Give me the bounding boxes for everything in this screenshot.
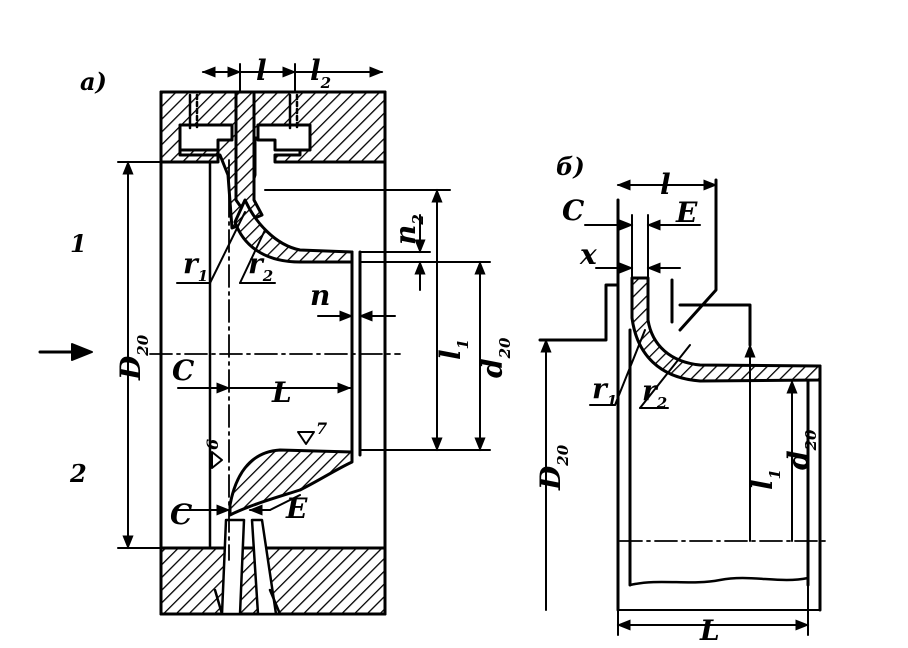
dim-n2: n2 [389, 214, 427, 245]
dim-C-bottom: C [170, 498, 193, 531]
dim-l-top: l [256, 54, 267, 87]
dim-D20-b: D20 [534, 444, 572, 491]
dim-r1: r1 [183, 247, 208, 285]
upper-part-section [233, 198, 354, 264]
dim-n: n [310, 279, 330, 312]
dim-l2: l2 [310, 54, 331, 92]
injection-rod [234, 90, 264, 222]
dim-L-b: L [699, 614, 720, 647]
dim-E-b: E [675, 196, 698, 229]
dim-x-b: x [579, 238, 597, 271]
zone-1-label: 1 [70, 229, 87, 258]
dim-d20: d20 [476, 337, 514, 378]
dim-l-b: l [660, 168, 671, 201]
dim-L-a: L [271, 376, 292, 409]
panel-a [38, 63, 491, 616]
panel-a-tag: a) [80, 67, 107, 96]
dim-l1-b: l1 [746, 469, 784, 490]
top-die-block [159, 90, 387, 230]
dim-C-top: C [172, 354, 195, 387]
dim-l1: l1 [434, 339, 472, 360]
dim-d20-b: d20 [782, 429, 820, 470]
bottom-nozzle [220, 518, 246, 616]
lower-part-section [228, 448, 354, 517]
zone-2-label: 2 [69, 459, 87, 488]
dim-D20: D20 [114, 334, 152, 381]
top-channel-right [256, 123, 312, 152]
dim-r1-b: r1 [592, 372, 617, 410]
dim-C-b: C [562, 194, 585, 227]
panel-b [538, 178, 831, 636]
panel-b-tag: б) [556, 152, 585, 181]
finish-mark-6: 6 [203, 439, 222, 450]
arrow-right-icon [38, 343, 93, 361]
finish-mark-7: 7 [316, 419, 327, 438]
dim-r2: r2 [248, 247, 273, 285]
part-b-section [630, 276, 822, 383]
dim-E-a: E [285, 492, 308, 525]
dim-r2-b: r2 [642, 374, 667, 412]
top-channel [178, 123, 234, 152]
